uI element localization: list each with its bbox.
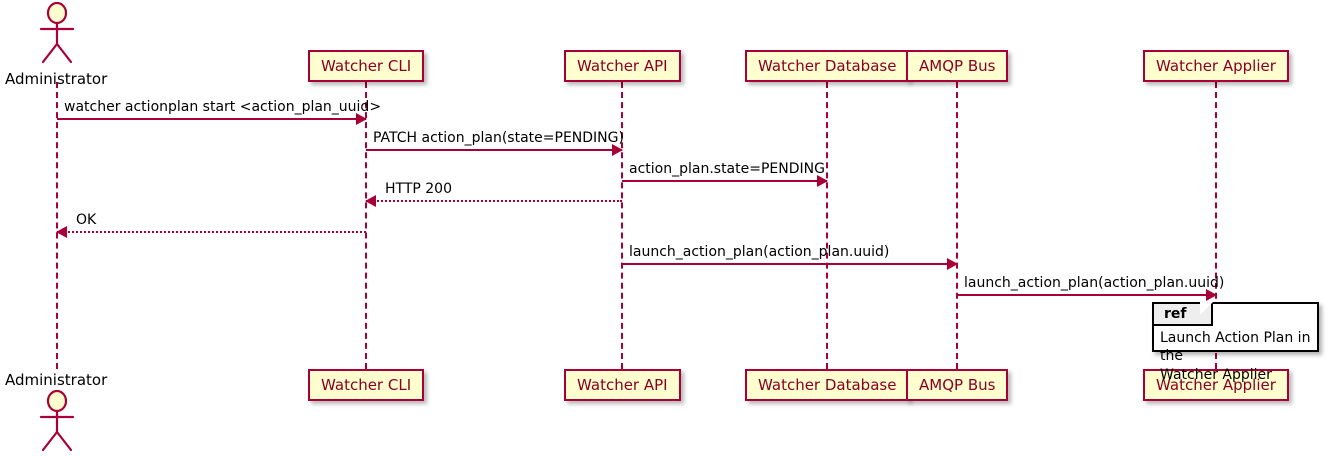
message-line-m3	[622, 180, 827, 182]
message-arrowhead-m4	[365, 195, 376, 207]
participant-watcher-cli-bottom[interactable]: Watcher CLI	[308, 369, 425, 401]
message-arrowhead-m6	[947, 258, 958, 270]
actor-administrator-bottom	[35, 389, 79, 456]
participant-amqp-bus-bottom[interactable]: AMQP Bus	[906, 369, 1009, 401]
message-label-m2: PATCH action_plan(state=PENDING)	[373, 130, 624, 146]
lifeline-watcher-cli	[365, 82, 367, 369]
participant-watcher-api-top[interactable]: Watcher API	[564, 50, 681, 82]
participant-watcher-cli-top[interactable]: Watcher CLI	[308, 50, 425, 82]
lifeline-watcher-applier	[1215, 82, 1217, 369]
participant-watcher-applier-top[interactable]: Watcher Applier	[1143, 50, 1289, 82]
message-line-m2	[366, 149, 622, 151]
message-arrowhead-m5	[56, 226, 67, 238]
message-line-m1	[57, 118, 366, 120]
actor-label-administrator-top: Administrator	[5, 70, 108, 88]
actor-label-administrator-bottom: Administrator	[5, 371, 108, 389]
message-label-m1: watcher actionplan start <action_plan_uu…	[64, 99, 382, 115]
participant-watcher-database-top[interactable]: Watcher Database	[745, 50, 910, 82]
message-line-m7	[957, 294, 1216, 296]
message-arrowhead-m3	[817, 175, 828, 187]
message-label-m7: launch_action_plan(action_plan.uuid)	[964, 275, 1225, 291]
message-label-m6: launch_action_plan(action_plan.uuid)	[629, 244, 890, 260]
lifeline-watcher-database	[826, 82, 828, 369]
participant-watcher-applier-bottom[interactable]: Watcher Applier	[1143, 369, 1289, 401]
message-arrowhead-m7	[1206, 289, 1217, 301]
participant-watcher-database-bottom[interactable]: Watcher Database	[745, 369, 910, 401]
message-arrowhead-m1	[356, 113, 367, 125]
ref-fragment-keyword: ref	[1154, 302, 1213, 326]
message-line-m4	[366, 200, 622, 202]
message-line-m5	[57, 231, 366, 233]
message-line-m6	[622, 263, 957, 265]
message-label-m5: OK	[76, 212, 97, 228]
participant-watcher-api-bottom[interactable]: Watcher API	[564, 369, 681, 401]
message-label-m3: action_plan.state=PENDING	[629, 161, 825, 177]
actor-administrator-top	[35, 1, 79, 68]
message-label-m4: HTTP 200	[385, 181, 452, 197]
ref-fragment-line2: Watcher Applier	[1160, 366, 1272, 383]
lifeline-administrator	[56, 82, 58, 369]
ref-fragment-line1: Launch Action Plan in the	[1160, 330, 1311, 365]
lifeline-watcher-api	[621, 82, 623, 369]
message-arrowhead-m2	[612, 144, 623, 156]
participant-amqp-bus-top[interactable]: AMQP Bus	[906, 50, 1009, 82]
lifeline-amqp-bus	[956, 82, 958, 369]
